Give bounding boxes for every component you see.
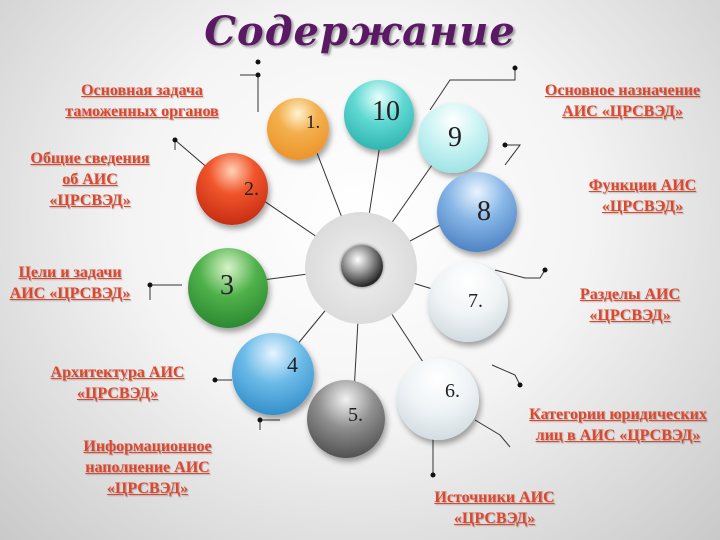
link-goals[interactable]: Цели и задачи АИС «ЦРСВЭД» bbox=[9, 264, 131, 302]
link-categories[interactable]: Категории юридических лиц в АИС «ЦРСВЭД» bbox=[529, 406, 707, 444]
center-button[interactable] bbox=[341, 245, 383, 287]
link-general-info[interactable]: Общие сведения об АИС «ЦРСВЭД» bbox=[30, 150, 150, 209]
ball-4[interactable] bbox=[232, 333, 314, 415]
link-sources[interactable]: Источники АИС «ЦРСВЭД» bbox=[434, 489, 555, 527]
ball-9[interactable] bbox=[418, 103, 488, 173]
link-purpose[interactable]: Основное назначение АИС «ЦРСВЭД» bbox=[544, 82, 701, 120]
ball-5[interactable] bbox=[307, 380, 385, 458]
ball-7[interactable] bbox=[428, 262, 508, 342]
link-main-task[interactable]: Основная задача таможенных органов bbox=[65, 82, 219, 120]
ball-3[interactable] bbox=[188, 248, 268, 328]
link-info-content[interactable]: Информационное наполнение АИС «ЦРСВЭД» bbox=[83, 438, 212, 497]
ball-2[interactable] bbox=[196, 153, 268, 225]
link-functions[interactable]: Функции АИС «ЦРСВЭД» bbox=[588, 177, 697, 215]
ball-6[interactable] bbox=[397, 358, 479, 440]
link-sections[interactable]: Разделы АИС «ЦРСВЭД» bbox=[579, 286, 681, 324]
page-title: Содержание bbox=[204, 8, 516, 55]
ball-8[interactable] bbox=[437, 172, 517, 252]
ball-10[interactable] bbox=[344, 80, 414, 150]
ball-1[interactable] bbox=[267, 98, 329, 160]
link-architecture[interactable]: Архитектура АИС «ЦРСВЭД» bbox=[50, 364, 185, 402]
